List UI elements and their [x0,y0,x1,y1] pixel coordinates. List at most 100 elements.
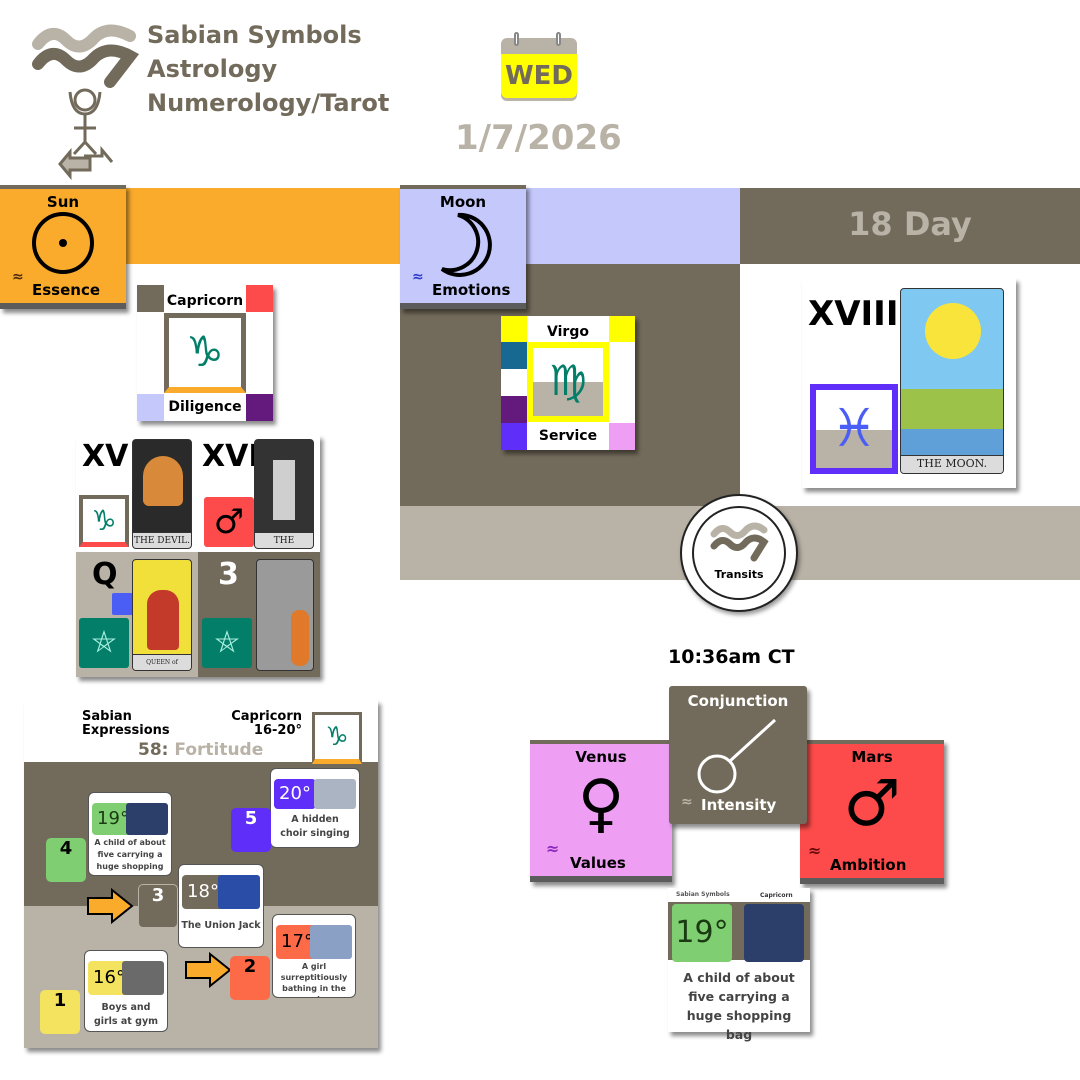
brand-line: Numerology/Tarot [147,89,390,117]
sabian-wave-icon: ≈ [681,794,693,810]
symbol-text: A child of about five carrying a huge sh… [94,838,166,875]
step-1[interactable]: 1 [40,990,80,1034]
expression-heading: 58: Fortitude [138,740,263,760]
union-jack-image [218,875,260,909]
calendar-icon: WED [500,30,580,102]
symbol-image [126,803,168,835]
degree-box: 20° [274,779,316,809]
degree-box: 19° [672,904,732,962]
capricorn-icon: ♑ [312,712,362,764]
step-2[interactable]: 2 [230,956,270,1000]
panel-sign: Capricorn 16-20° [231,710,302,738]
brand-line: Astrology [147,55,278,83]
date: 1/7/2026 [455,118,622,158]
transit-sabian-card[interactable]: Sabian Symbols Capricorn 19° A child of … [668,888,810,1042]
step-5[interactable]: 5 [231,808,271,852]
symbol-text: The Union Jack [181,920,261,931]
sabian-card-19[interactable]: 19° A child of about five carrying a hug… [88,792,172,876]
brand-line: Sabian Symbols [147,21,362,49]
sun-icon [32,212,94,274]
sign-name: Capricorn [166,293,244,309]
tarot-card-queen-pentacles[interactable]: QUEEN of PENTACLES [132,559,192,671]
sun-tarot-grid: XV ♑ THE DEVIL. XVI ♂ THE TOWER. Q ⛤ QUE… [76,435,320,677]
sabian-wave-icon [710,522,769,562]
symbol-image [744,904,804,962]
expression-number: 58: [138,740,169,760]
tarot-card-moon[interactable]: THE MOON. [900,288,1004,474]
aspect-title: Conjunction [687,692,789,710]
virgo-tile[interactable]: Virgo ♍ Service [501,316,635,450]
transits-badge[interactable]: Transits [680,494,798,612]
panel-title-line: Expressions [82,723,170,738]
sun-keyword: Essence [32,281,101,299]
tarot-numeral: Q [92,557,118,592]
degree-range: 16-20° [253,723,302,738]
sabian-card-17[interactable]: 17° A girl surreptitiously bathing in th… [272,914,356,998]
brand-title: Sabian Symbols Astrology Numerology/Taro… [147,18,389,120]
moon-icon [440,212,492,277]
symbol-text: A child of about five carrying a huge sh… [683,970,795,1042]
symbol-image [310,925,352,959]
pisces-icon: ♓ [810,384,898,474]
sabian-card-20[interactable]: 20° A hidden choir singing [270,768,360,848]
tarot-numeral: XV [82,439,129,474]
mars-card[interactable]: Mars ♂ ≈ Ambition [800,740,944,884]
sabian-expressions-panel: Sabian Expressions Capricorn 16-20° ♑ 58… [24,700,378,1048]
sun-card[interactable]: Sun ≈ Essence [0,185,126,309]
symbol-text: Boys and girls at gym [93,1002,159,1027]
tarot-caption: THE DEVIL. [133,532,191,548]
day-number: 18 Day [848,205,972,243]
sign-keyword: Diligence [168,399,242,415]
capricorn-icon: ♑ [186,327,224,376]
card-header-left: Sabian Symbols [676,891,730,898]
mars-keyword: Ambition [830,856,907,874]
symbol-image [314,779,356,809]
tarot-card-devil[interactable]: THE DEVIL. [132,439,192,549]
tarot-card-tower[interactable]: THE TOWER. [254,439,314,549]
suit-diamond-icon [112,593,134,615]
mars-title: Mars [851,748,893,766]
sign-name: Capricorn [231,709,302,724]
sabian-wave-icon: ≈ [12,269,24,285]
transits-label: Transits [714,568,764,581]
virgo-icon: ♍ [549,356,587,405]
step-3[interactable]: 3 [138,884,178,928]
panel-title: Sabian Expressions [82,710,170,738]
tarot-numeral: XVIII [808,294,899,334]
mars-icon: ♂ [204,497,254,547]
tarot-card-three-pentacles[interactable] [256,559,314,671]
sabian-wave-icon: ≈ [546,839,560,858]
sign-keyword: Service [538,428,598,444]
conjunction-icon [697,718,777,794]
conjunction-card[interactable]: Conjunction ≈ Intensity [669,686,807,824]
tarot-numeral: 3 [218,557,239,592]
venus-icon: ♀ [577,767,625,841]
day-band [740,188,1080,264]
tarot-caption: THE TOWER. [255,532,313,548]
capricorn-icon: ♑ [79,495,129,547]
sabian-card-16[interactable]: 16° Boys and girls at gym [84,950,168,1032]
aspect-keyword: Intensity [701,796,777,814]
card-header-right: Capricorn [760,892,793,899]
logo [30,22,140,187]
weekday: WED [501,54,577,98]
moon-title: Moon [439,193,487,211]
venus-card[interactable]: Venus ♀ ≈ Values [530,740,672,882]
sabian-wave-icon: ≈ [412,269,424,285]
mars-icon: ♂ [843,767,901,841]
tarot-caption: THE MOON. [901,455,1003,473]
sabian-card-18[interactable]: 18° The Union Jack [178,864,264,948]
sun-title: Sun [46,193,80,211]
symbol-image [122,961,164,995]
step-4[interactable]: 4 [46,838,86,882]
moon-keyword: Emotions [432,281,511,299]
capricorn-tile[interactable]: Capricorn ♑ Diligence [137,285,273,421]
transit-time: 10:36am CT [668,646,795,668]
tarot-caption: QUEEN of PENTACLES [133,654,191,670]
symbol-text: A girl surreptitiously bathing in the nu… [280,962,348,997]
expression-theme: Fortitude [174,740,264,760]
moon-card[interactable]: Moon ≈ Emotions [400,185,526,309]
venus-title: Venus [575,748,627,766]
symbol-text: A hidden choir singing [280,814,350,839]
arrow-icon [184,951,234,989]
